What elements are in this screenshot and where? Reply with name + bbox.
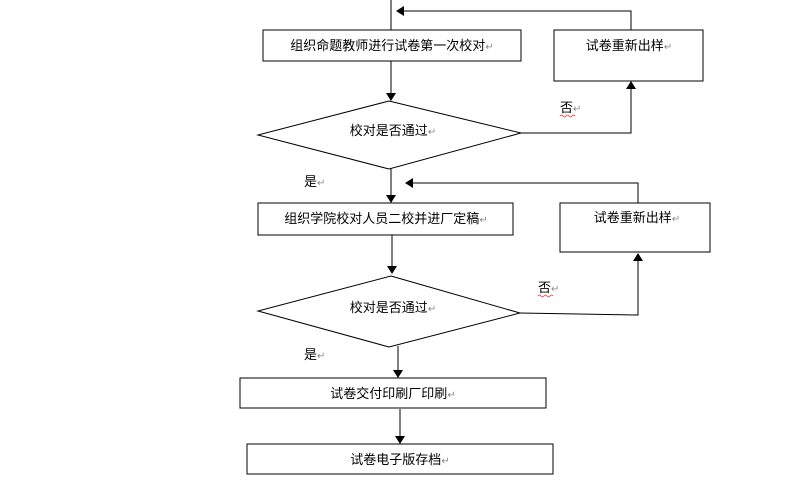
arrowhead [386, 195, 396, 203]
spellcheck-underline [559, 114, 576, 118]
arrowhead [387, 266, 397, 274]
arrowhead [393, 370, 403, 378]
step4-box [246, 443, 554, 475]
check2-label: 校对是否通过↵ [350, 300, 436, 316]
arrowhead [386, 93, 396, 101]
check1-label: 校对是否通过↵ [350, 123, 436, 139]
step1-box [262, 29, 522, 62]
yes2-label: 是↵ [304, 348, 325, 363]
step3-label: 试卷交付印刷厂印刷↵ [330, 386, 455, 402]
arrowhead [633, 253, 643, 261]
redo1-label: 试卷重新出样↵ [586, 38, 672, 54]
yes1-label: 是↵ [304, 175, 325, 190]
step3-box [239, 377, 547, 409]
arrowhead [396, 6, 404, 16]
step2-label: 组织学院校对人员二校并进厂定稿↵ [284, 211, 487, 227]
arrowhead [395, 436, 405, 444]
connector-redo1-return [404, 10, 632, 30]
step1-label: 组织命题教师进行试卷第一次校对↵ [290, 38, 493, 54]
redo2-label: 试卷重新出样↵ [594, 210, 680, 226]
arrowhead [626, 81, 636, 89]
step2-box [257, 202, 514, 236]
redo2-box [559, 202, 711, 253]
no1-label: 否↵ [560, 101, 581, 116]
arrowhead [405, 178, 413, 188]
connector-check2-redo2 [519, 261, 639, 316]
spellcheck-underline [537, 294, 554, 298]
connector-redo2-return [413, 182, 639, 203]
step4-label: 试卷电子版存档↵ [350, 452, 449, 468]
redo1-box [553, 29, 704, 82]
check2-diamond [256, 275, 522, 348]
no2-label: 否↵ [538, 281, 559, 296]
connector-check1-redo1 [521, 89, 632, 134]
check1-diamond [256, 100, 522, 170]
